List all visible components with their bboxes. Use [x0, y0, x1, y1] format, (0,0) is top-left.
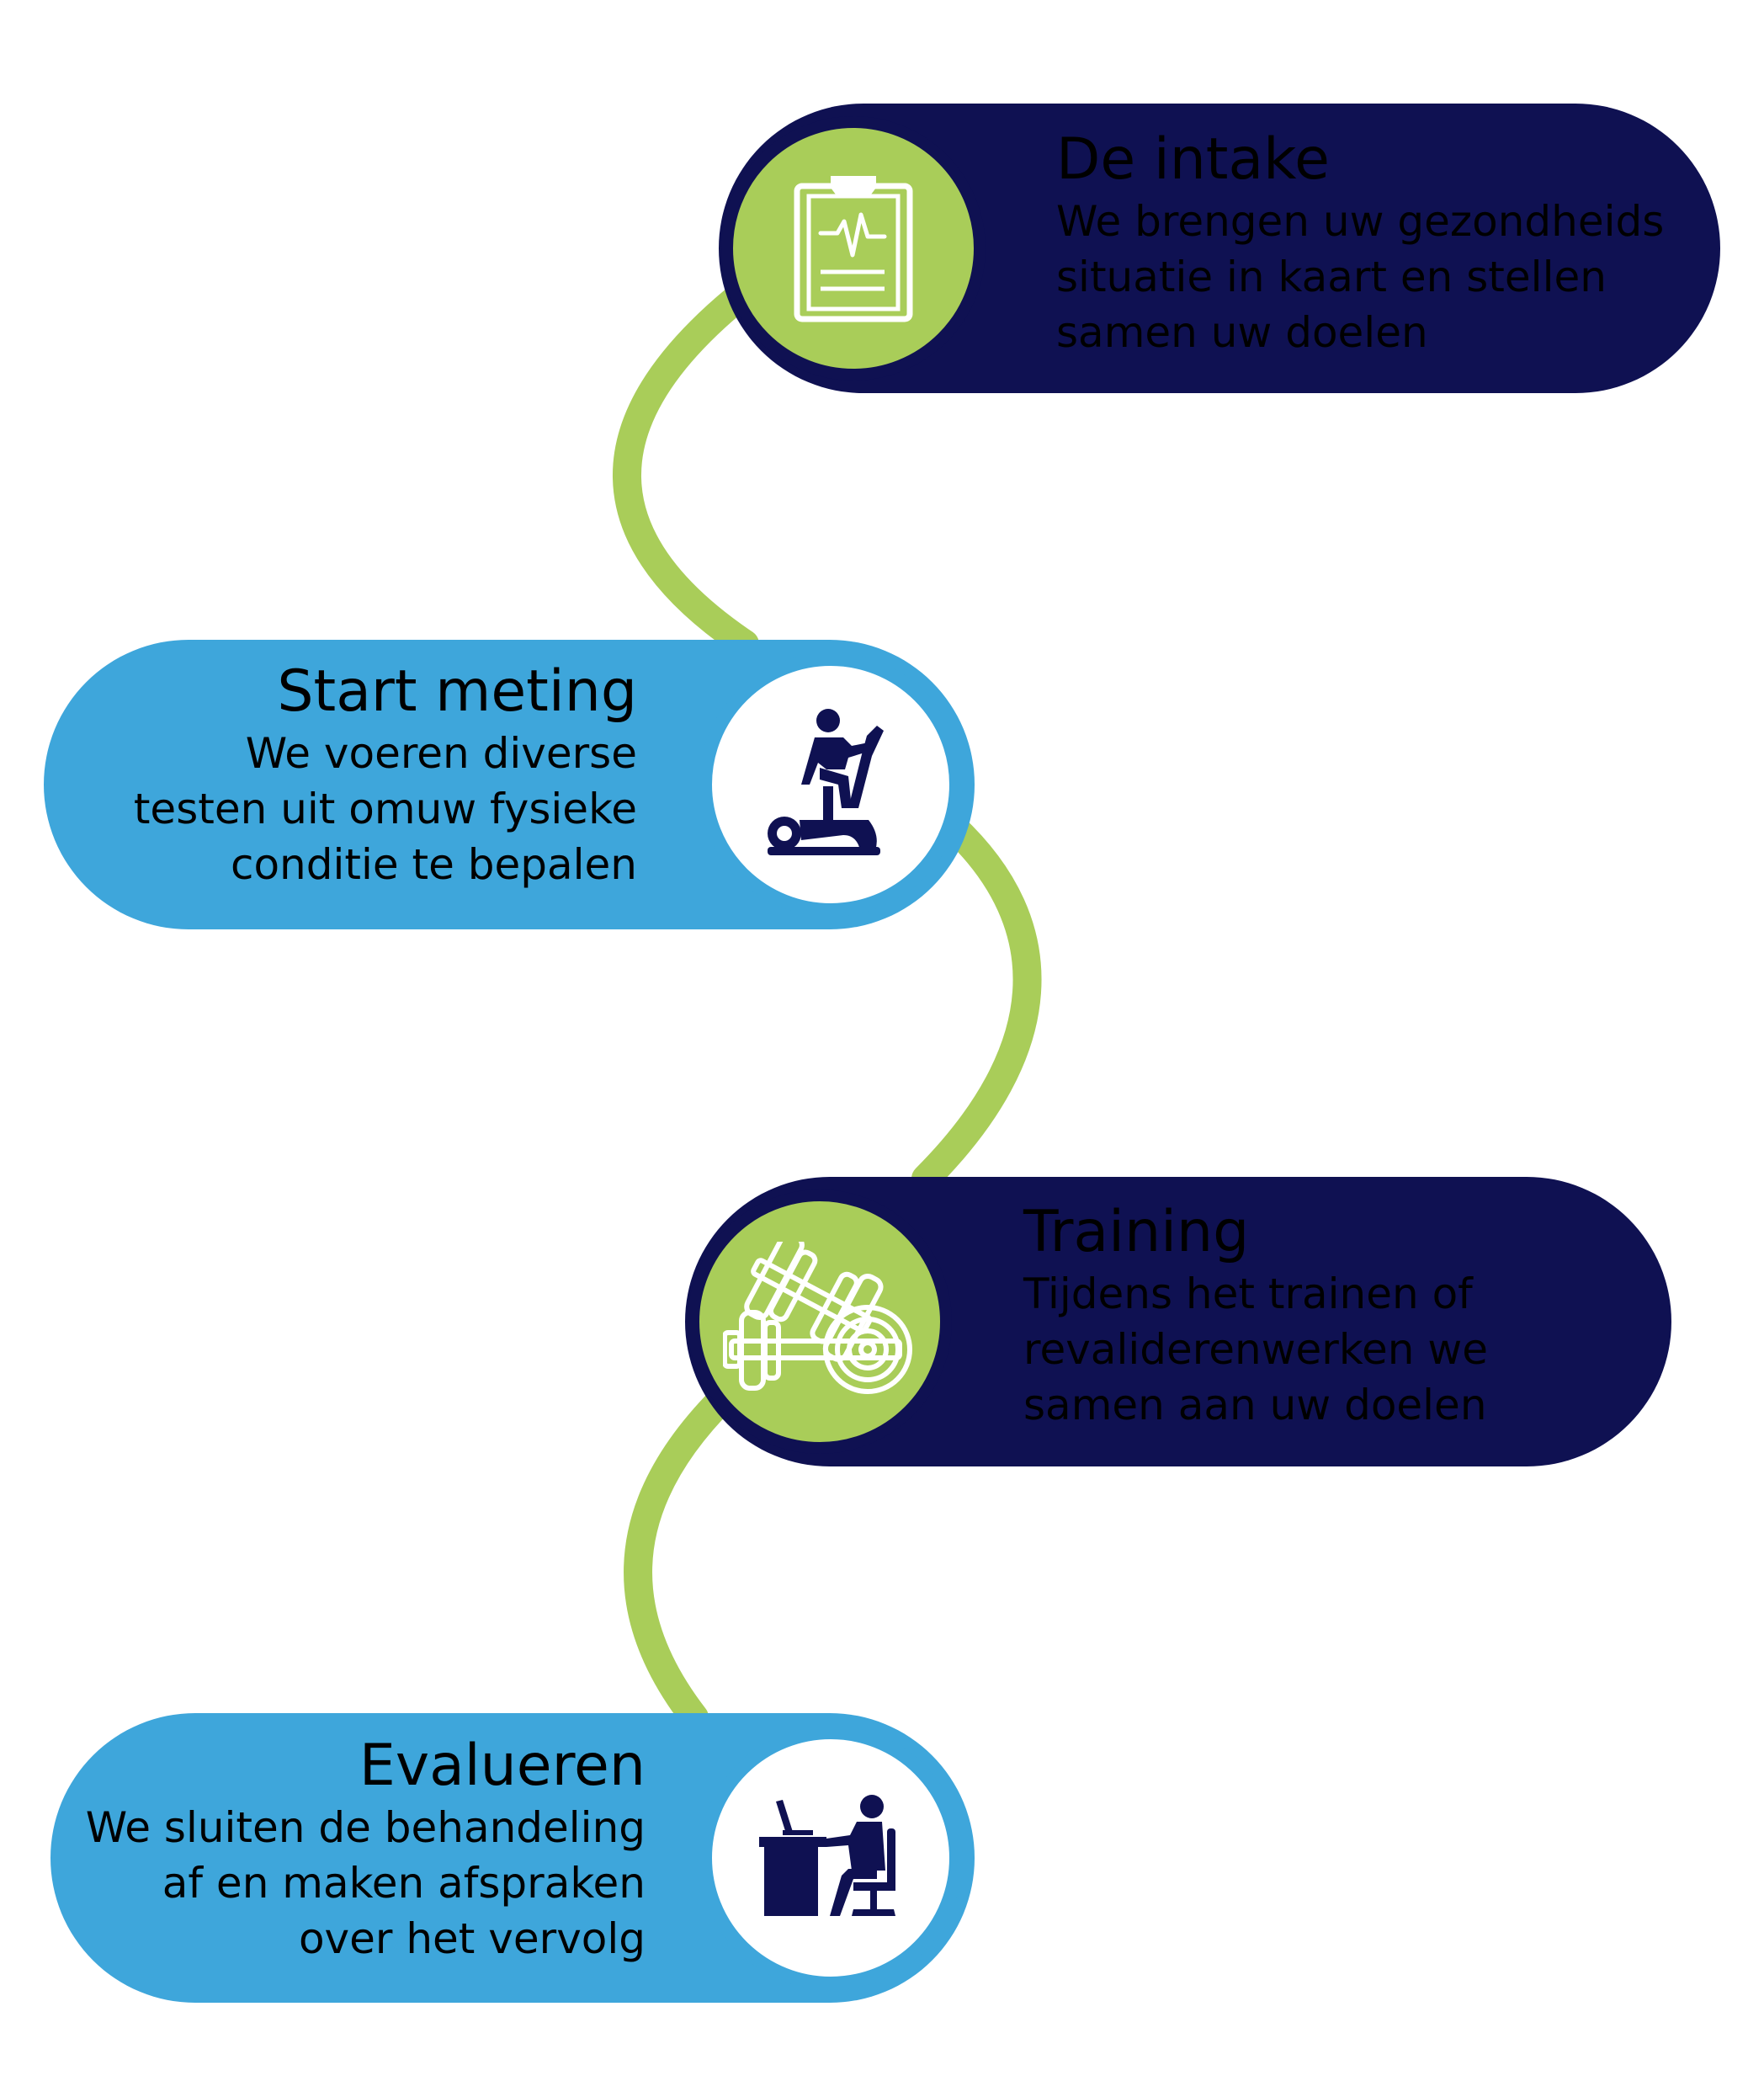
step-training-text: Training Tijdens het trainen of revalide… [1023, 1199, 1488, 1433]
step-start-meting-text: Start meting We voeren diverse testen ui… [134, 658, 637, 892]
step-start-meting-desc-line-2: testen uit omuw fysieke [133, 785, 637, 833]
step-training-title: Training [1023, 1199, 1250, 1265]
step-evalueren-desc-line-3: over het vervolg [298, 1914, 646, 1963]
step-intake-text: De intake We brengen uw gezondheids situ… [1056, 126, 1664, 360]
person-at-desk-icon [759, 1795, 895, 1916]
clipboard-heartbeat-icon [794, 176, 913, 322]
step-intake-desc-line-2: situatie in kaart en stellen [1056, 253, 1607, 301]
step-evalueren-icon-circle [699, 1726, 963, 1990]
step-start-meting-desc-line-1: We voeren diverse [245, 729, 637, 778]
step-start-meting-title: Start meting [277, 658, 637, 725]
step-intake-title: De intake [1056, 126, 1330, 193]
step-intake-icon-circle [721, 116, 986, 381]
step-evalueren-desc-line-1: We sluiten de behandeling [85, 1803, 646, 1852]
step-training-desc-line-2: revaliderenwerken we [1023, 1325, 1489, 1374]
step-start-meting-icon-circle [699, 652, 963, 917]
step-evalueren-text: Evalueren We sluiten de behandeling af e… [86, 1732, 646, 1967]
step-training-desc-line-3: samen aan uw doelen [1023, 1381, 1487, 1429]
step-intake-desc-line-3: samen uw doelen [1056, 308, 1428, 357]
step-evalueren-desc-line-2: af en maken afspraken [162, 1859, 646, 1908]
step-evalueren-title: Evalueren [359, 1732, 646, 1799]
step-training-desc-line-1: Tijdens het trainen of [1023, 1269, 1473, 1318]
dumbbells-icon [723, 1242, 912, 1394]
exercise-bike-icon [768, 709, 884, 855]
step-training-icon-circle [688, 1190, 952, 1454]
step-start-meting-desc-line-3: conditie te bepalen [230, 840, 637, 889]
step-intake-desc-line-1: We brengen uw gezondheids [1056, 197, 1665, 246]
